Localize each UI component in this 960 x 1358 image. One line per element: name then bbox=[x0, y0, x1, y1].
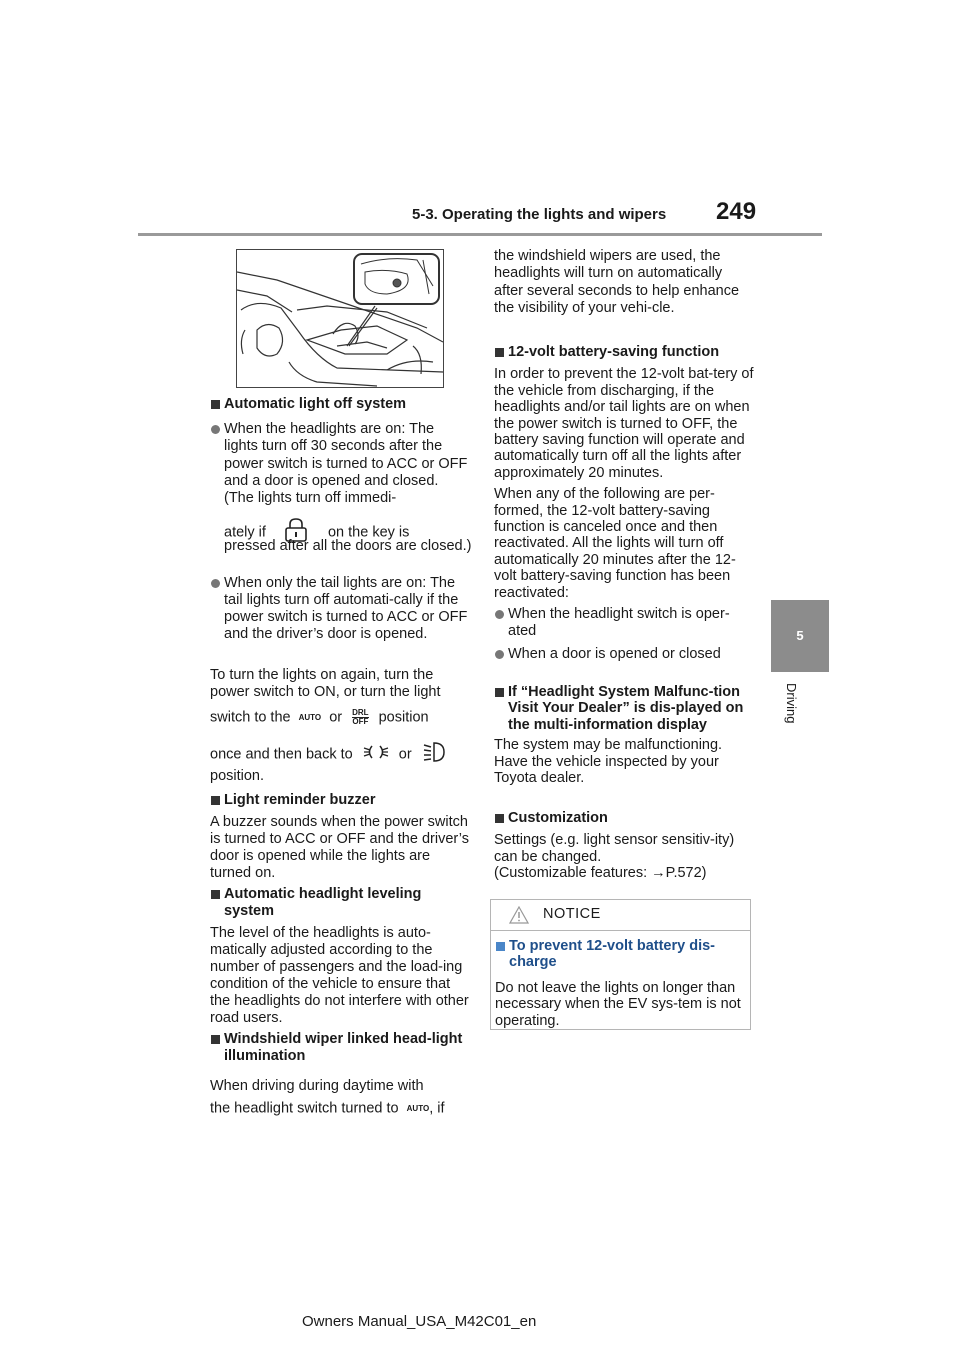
buzzer-body: A buzzer sounds when the power switch is… bbox=[210, 814, 469, 881]
buzzer-heading: Light reminder buzzer bbox=[210, 792, 472, 809]
turn-on-end: position. bbox=[210, 768, 265, 784]
car-roof-sensor-drawing bbox=[237, 253, 443, 387]
malfunction-section: If “Headlight System Malfunc-tion Visit … bbox=[494, 684, 756, 786]
leveling-heading: Automatic headlight leveling system bbox=[210, 886, 472, 920]
lock-icon bbox=[284, 517, 308, 548]
turn-on-back-line: once and then back to or bbox=[210, 741, 472, 768]
notice-box: NOTICE To prevent 12-volt battery dis-ch… bbox=[490, 899, 751, 1030]
section-title: 5-3. Operating the lights and wipers bbox=[412, 206, 667, 223]
auto-off-bullet-1-tail: pressed after all the doors are closed.) bbox=[224, 538, 472, 554]
auto-off-bullet-2-text: When only the tail lights are on: The ta… bbox=[210, 575, 470, 643]
chapter-label: Driving bbox=[784, 683, 799, 724]
battery-body-1: In order to prevent the 12-volt bat-tery… bbox=[494, 366, 754, 481]
chapter-tab bbox=[771, 600, 829, 672]
header-rule bbox=[138, 233, 822, 236]
notice-content: To prevent 12-volt battery dis-charge Do… bbox=[495, 938, 745, 1029]
customization-body-1: Settings (e.g. light sensor sensitiv-ity… bbox=[494, 832, 735, 865]
wiper-heading: Windshield wiper linked head-light illum… bbox=[210, 1031, 472, 1065]
turn-on-paragraph: To turn the lights on again, turn the po… bbox=[210, 667, 441, 700]
customization-body-2: (Customizable features: →P.572) bbox=[494, 865, 707, 882]
notice-body: Do not leave the lights on longer than n… bbox=[495, 979, 741, 1029]
auto-off-bullet-2: When only the tail lights are on: The ta… bbox=[210, 575, 470, 643]
warning-triangle-icon bbox=[508, 905, 530, 928]
auto-off-bullet-1-icon-line: ately if on the key is bbox=[224, 517, 474, 548]
tail-light-icon bbox=[363, 743, 389, 766]
auto-mode-icon: AUTO bbox=[406, 1104, 430, 1113]
wiper-body-2: the headlight switch turned to AUTO, if bbox=[210, 1100, 445, 1117]
customization-section: Customization Settings (e.g. light senso… bbox=[494, 810, 756, 882]
battery-bullet-2: When a door is opened or closed bbox=[494, 646, 756, 662]
battery-heading: 12-volt battery-saving function bbox=[494, 344, 756, 360]
notice-header: NOTICE bbox=[491, 900, 750, 931]
chapter-number: 5 bbox=[796, 628, 804, 643]
leveling-section: Automatic headlight leveling system The … bbox=[210, 886, 472, 1027]
battery-bullet-1: When the headlight switch is oper-ated bbox=[494, 606, 756, 639]
malfunction-heading: If “Headlight System Malfunc-tion Visit … bbox=[494, 684, 756, 733]
footer-doc-id: Owners Manual_USA_M42C01_en bbox=[302, 1313, 537, 1330]
auto-off-bullet-1-text: When the headlights are on: The lights t… bbox=[210, 421, 470, 507]
wiper-continued: the windshield wipers are used, the head… bbox=[494, 248, 740, 316]
leveling-body: The level of the headlights is auto-mati… bbox=[210, 925, 469, 1026]
car-interior-illustration bbox=[236, 249, 444, 388]
left-column: Automatic light off system bbox=[210, 396, 470, 413]
notice-heading: To prevent 12-volt battery dis-charge bbox=[495, 938, 745, 971]
headlight-icon bbox=[422, 741, 446, 768]
wiper-section: Windshield wiper linked head-light illum… bbox=[210, 1031, 472, 1095]
page-number: 249 bbox=[716, 198, 757, 225]
auto-off-bullet-1: When the headlights are on: The lights t… bbox=[210, 421, 470, 507]
auto-mode-icon: AUTO bbox=[298, 713, 322, 722]
auto-off-heading: Automatic light off system bbox=[210, 396, 470, 413]
wiper-body-1: When driving during daytime with bbox=[210, 1078, 424, 1094]
malfunction-body: The system may be malfunctioning. Have t… bbox=[494, 737, 723, 787]
battery-body-2: When any of the following are per-formed… bbox=[494, 486, 736, 601]
customization-heading: Customization bbox=[494, 810, 756, 826]
buzzer-section: Light reminder buzzer A buzzer sounds wh… bbox=[210, 792, 472, 882]
battery-section: 12-volt battery-saving function In order… bbox=[494, 344, 756, 662]
notice-title: NOTICE bbox=[543, 906, 601, 922]
